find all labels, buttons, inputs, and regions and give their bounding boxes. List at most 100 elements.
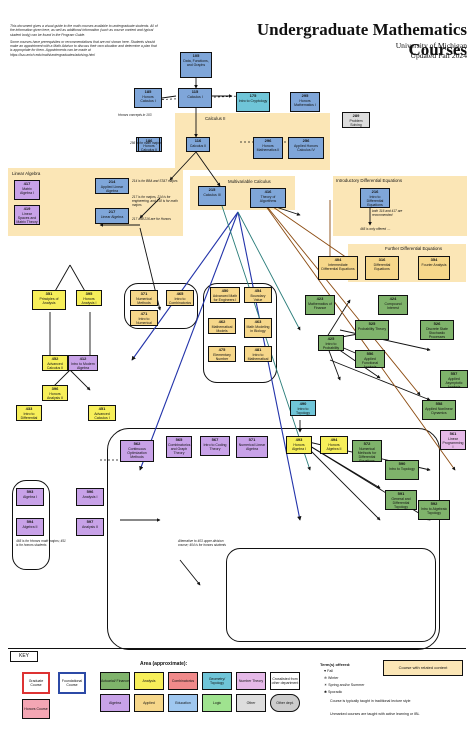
course-title: Boundary Value Problems [250,294,266,302]
course-number: 572 [363,441,371,446]
course-title: Combinatorics and Graph Theory [168,443,191,455]
legend-area-0: Actuarial/ Finance [100,672,130,690]
course-number: 558 [435,401,443,406]
course-number: 490 [299,401,307,406]
course-title: Honors Algebra I [291,443,306,451]
course-number: 175 [249,93,257,98]
course-number: 526 [433,321,441,326]
legend-area-2: Combinatorics [168,672,198,690]
course-number: 316 [378,257,386,262]
page-title: Undergraduate Mathematics Courses [256,20,467,59]
course-number: 591 [397,491,405,496]
course-title: Matrix Algebra I [19,187,34,195]
course-title: Applied Honors Calculus IV [294,144,318,152]
legend-foundational: Foundational Course [58,672,86,694]
course-number: 296 [264,138,272,143]
course-number: 105 [192,53,200,58]
legend-area-5: Crosslisted from other department [270,672,300,690]
course-title: Linear Algebra [100,215,124,219]
course-number: 186 [145,138,153,143]
course-title: Probability Theory [357,327,387,331]
legend-term-2: ☀ Spring and/or Summer [324,683,364,688]
course-title: Applied Functional Analysis [361,357,379,368]
course-number: 594 [26,519,34,524]
course-number: 463 [254,319,262,324]
course-title: General and Differential Topology [391,497,411,509]
course-number: 590 [398,461,406,466]
course-title: Math Modeling in Biology [246,325,270,333]
course-title: Analysis I [82,495,98,499]
course-number: 215 [208,187,216,192]
course-number: 525 [368,321,376,326]
course-title: Calculus II [189,144,207,148]
course-title: Honors Mathematics II [256,144,280,152]
course-number: 561 [449,431,457,436]
heart-icon: ♥ [324,669,328,673]
course-title: Continuous Optimization Methods [127,447,147,459]
course-number: 404 [334,257,342,262]
course-number: 423 [316,296,324,301]
course-number: 567 [211,437,219,442]
legend-term-0: ♥ Fall [324,669,333,674]
course-number: 475 [218,347,226,352]
course-number: 217 [108,209,116,214]
course-number: 450 [221,288,229,293]
course-title: Discrete State Stochastic Processes [426,327,448,339]
course-number: 416 [264,189,272,194]
course-title: Calculus I [187,95,203,99]
course-number: 465 [176,291,184,296]
note-n451: 465 is for Honors math majors; 451 is fo… [16,539,66,547]
course-number: 556 [366,351,374,356]
note-n217: 214 is for BBA and STAT majors [132,179,178,183]
intro-paragraph-2: Some courses have prerequisites or recom… [10,39,157,57]
multivariable-label: Multivariable Calculus [228,179,271,184]
legend-area-7: Applied [134,694,164,712]
course-title: Numerical Linear Algebra [238,443,266,451]
note-n412: 465 is only offered .... [360,227,391,231]
course-title: Intro to Differential Geometry [20,412,38,420]
course-number: 351 [45,291,53,296]
course-number: 481 [254,347,262,352]
cluster-algebra-side [12,480,50,570]
course-number: 115 [191,89,199,94]
cluster-applied-b [203,283,277,383]
course-title: Linear Programming I [442,437,464,449]
course-number: 565 [175,437,183,442]
course-title: Data, Functions, and Graphs [183,59,209,67]
